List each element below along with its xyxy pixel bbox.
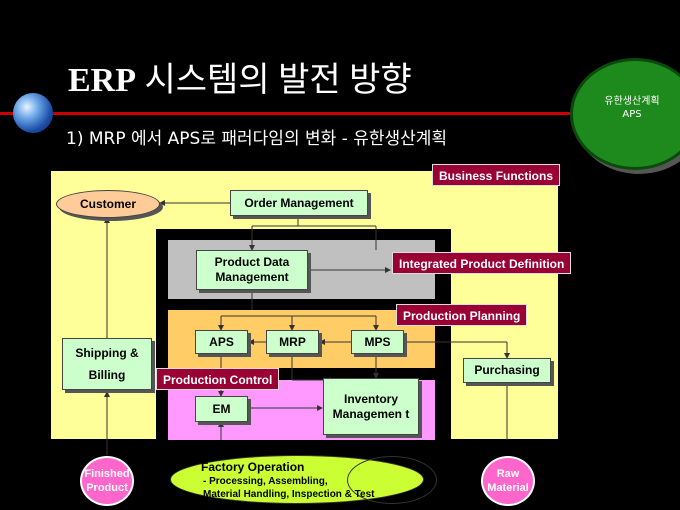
mrp-node: MRP — [266, 330, 319, 354]
aps-badge — [570, 58, 680, 170]
factory-operation-overlap — [347, 456, 437, 504]
business-functions-tag: Business Functions — [432, 164, 561, 186]
factory-operation-line2: Material Handling, Inspection & Test — [203, 489, 375, 500]
title-divider — [0, 112, 620, 115]
integrated-product-definition-tag: Integrated Product Definition — [392, 252, 572, 274]
factory-operation-line1: - Processing, Assembling, — [203, 476, 328, 487]
factory-operation-title: Factory Operation — [201, 460, 305, 474]
globe-icon — [13, 93, 53, 133]
customer-node: Customer — [56, 190, 160, 218]
slide-subtitle: 1) MRP 에서 APS로 패러다임의 변화 - 유한생산계획 — [66, 129, 448, 149]
finished-product-node: Finished Product — [80, 456, 134, 506]
aps-badge-label: 유한생산계획 APS — [604, 96, 660, 120]
inventory-management-node: Inventory Managemen t — [323, 378, 419, 435]
shipping-billing-node: Shipping & Billing — [62, 338, 152, 390]
purchasing-node: Purchasing — [463, 358, 551, 383]
aps-node: APS — [195, 330, 248, 354]
production-control-tag: Production Control — [156, 368, 280, 390]
product-data-management-node: Product Data Management — [196, 250, 308, 290]
slide-title: ERP 시스템의 발전 방향 — [68, 62, 412, 99]
production-planning-tag: Production Planning — [396, 304, 528, 326]
mps-node: MPS — [351, 330, 404, 354]
raw-material-node: Raw Material — [481, 456, 535, 506]
order-management-node: Order Management — [230, 190, 368, 216]
em-node: EM — [195, 396, 248, 422]
